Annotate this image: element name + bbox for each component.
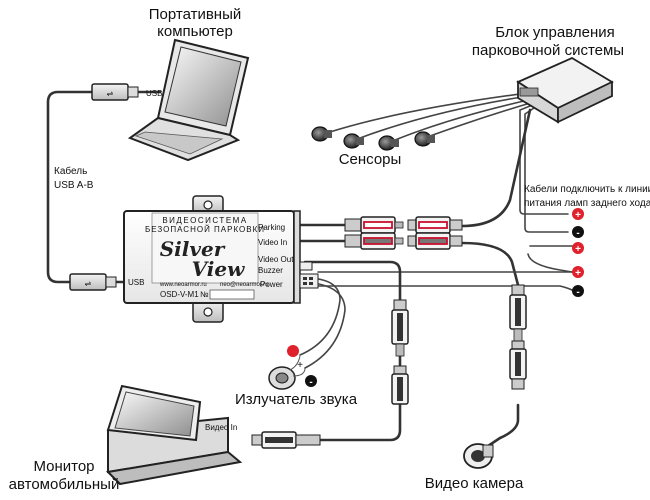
buzzer-plus-marker [287, 345, 299, 357]
camera-label: Видео камера [425, 475, 524, 492]
device-header-line-2: БЕЗОПАСНОЙ ПАРКОВКИ [145, 225, 265, 234]
camera-power-minus-a [527, 253, 573, 273]
serial-box [209, 289, 255, 300]
power-note-line-2: питания ламп заднего хода [524, 198, 650, 209]
monitor-label-line-1: Монитор [33, 458, 94, 475]
plus-sign: + [575, 210, 581, 221]
plus-marker-2: + [572, 242, 584, 255]
usb-cable [46, 90, 94, 284]
minus-marker-1: - [572, 226, 584, 239]
brand-silver: Silver [160, 237, 226, 261]
plus-marker-1: + [572, 208, 584, 221]
sensors-label: Сенсоры [339, 151, 402, 168]
camera-video-cable [460, 241, 520, 287]
device-label: ВИДЕОСИСТЕМА БЕЗОПАСНОЙ ПАРКОВКИ Silver … [128, 216, 294, 300]
rca-video-out-pair [391, 299, 409, 405]
buzzer-plus-label: + [297, 360, 303, 371]
plus-sign: + [575, 268, 581, 279]
laptop [127, 38, 250, 162]
sensor-cable-1 [329, 93, 521, 133]
minus-sign: - [576, 228, 579, 239]
usb-plug-device: ⇌ [69, 273, 117, 291]
labels: Портативный компьютер USB Кабель USB A-B… [9, 6, 650, 493]
parking-power-plus [519, 103, 569, 215]
laptop-label-line-1: Портативный [149, 6, 242, 23]
sensor-cable-2 [359, 96, 523, 139]
parking-power-minus [524, 103, 569, 233]
rca-monitor-plug [251, 431, 321, 449]
device-model: OSD-V-M1 [160, 290, 199, 299]
usb-symbol-icon-2: ⇌ [85, 279, 92, 288]
device-header-line-1: ВИДЕОСИСТЕМА [162, 216, 247, 225]
cable-label-line-2: USB A-B [54, 180, 94, 191]
buzzer-label: Излучатель звука [235, 391, 358, 408]
buzzer-minus-marker: - [305, 375, 317, 388]
main-device [123, 195, 319, 323]
usb-laptop-label: USB [146, 89, 162, 98]
device-usb-label: USB [128, 278, 144, 287]
parking-unit-label-line-1: Блок управления [495, 24, 614, 41]
power-note-line-1: Кабели подключить к линии [524, 183, 650, 195]
monitor-label-line-2: автомобильный [9, 476, 120, 493]
sensors [311, 126, 435, 151]
laptop-label-line-2: компьютер [157, 23, 233, 40]
plus-marker-3: + [572, 266, 584, 279]
parking-out-cable [460, 108, 532, 228]
video-camera [463, 443, 494, 469]
sensor-2 [343, 133, 364, 149]
camera-cable-low [483, 403, 520, 450]
device-power-minus [317, 285, 573, 291]
buzzer [268, 355, 306, 390]
sensor-4 [414, 131, 435, 147]
rca-parking-pair [344, 216, 463, 234]
video-out-cable [303, 260, 402, 302]
monitor-cable [318, 402, 402, 442]
minus-sign: - [309, 377, 312, 388]
device-serial-label: № [200, 290, 209, 299]
port-power: Power [260, 280, 283, 289]
monitor-screen [114, 391, 195, 437]
device-label-panel [151, 212, 259, 284]
plus-sign: + [575, 244, 581, 255]
port-buzzer: Buzzer [258, 266, 283, 275]
minus-marker-2: - [572, 285, 584, 298]
sensor-cable-4 [429, 103, 528, 137]
laptop-keyboard [134, 131, 224, 155]
port-video-out: Video Out [258, 255, 294, 264]
car-monitor [105, 384, 243, 486]
cable-label-line-1: Кабель [54, 165, 87, 177]
sensor-3 [378, 135, 399, 151]
parking-control-box [516, 56, 614, 124]
parking-unit-label-line-2: парковочной системы [472, 42, 624, 59]
polarity-markers: + - + + - - + [287, 208, 584, 388]
device-email: neo@neoarmor.ru [220, 282, 268, 288]
buzzer-wire-minus [304, 281, 346, 369]
laptop-screen [164, 46, 242, 127]
device-site: www.neoarmor.ru [159, 282, 207, 288]
minus-sign: - [576, 287, 579, 298]
buzzer-wire-plus [299, 277, 341, 356]
sensor-1 [311, 126, 332, 142]
usb-plug-laptop: ⇌ [91, 83, 139, 101]
rca-camera-pair [509, 284, 527, 390]
usb-symbol-icon: ⇌ [107, 89, 114, 98]
monitor-video-in-label: Видео In [205, 423, 237, 432]
port-parking: Parking [258, 223, 285, 232]
sensor-cable-3 [394, 100, 525, 141]
port-video-in: Video In [258, 238, 287, 247]
brand-view: View [192, 257, 245, 281]
rca-video-in-pair [344, 232, 463, 250]
